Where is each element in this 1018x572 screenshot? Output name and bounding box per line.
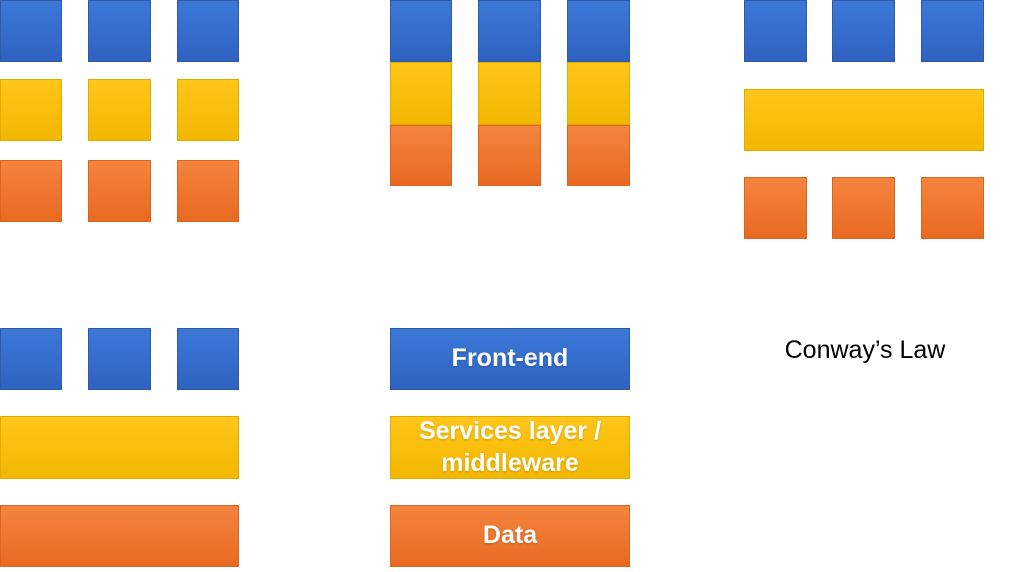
front-end-block — [88, 328, 151, 390]
front-end-block — [567, 0, 630, 62]
services-block — [478, 62, 541, 125]
front-end-block — [921, 0, 984, 62]
services-block — [567, 62, 630, 125]
front-end-block — [478, 0, 541, 62]
services-block — [88, 79, 151, 141]
data-block — [0, 160, 62, 222]
services-bar — [0, 416, 239, 479]
data-block — [921, 177, 984, 239]
front-end-block — [0, 328, 62, 390]
data-block — [744, 177, 807, 239]
data-label: Data — [482, 521, 538, 550]
data-block — [478, 125, 541, 186]
front-end-block — [177, 0, 239, 62]
front-end-block — [832, 0, 895, 62]
services-layer: Services layer / middleware — [390, 416, 630, 479]
front-end-label: Front-end — [451, 344, 569, 373]
services-block — [177, 79, 239, 141]
services-block — [0, 79, 62, 141]
front-end-block — [390, 0, 452, 62]
services-bar — [744, 89, 984, 151]
front-end-block — [0, 0, 62, 62]
data-block — [567, 125, 630, 186]
services-label: Services layer / middleware — [418, 417, 602, 477]
data-bar — [0, 505, 239, 567]
data-block — [88, 160, 151, 222]
front-end-layer: Front-end — [390, 328, 630, 390]
front-end-block — [88, 0, 151, 62]
data-block — [390, 125, 452, 186]
conways-law-caption: Conway’s Law — [784, 336, 946, 364]
front-end-block — [744, 0, 807, 62]
data-block — [832, 177, 895, 239]
services-block — [390, 62, 452, 125]
front-end-block — [177, 328, 239, 390]
data-layer: Data — [390, 505, 630, 567]
data-block — [177, 160, 239, 222]
